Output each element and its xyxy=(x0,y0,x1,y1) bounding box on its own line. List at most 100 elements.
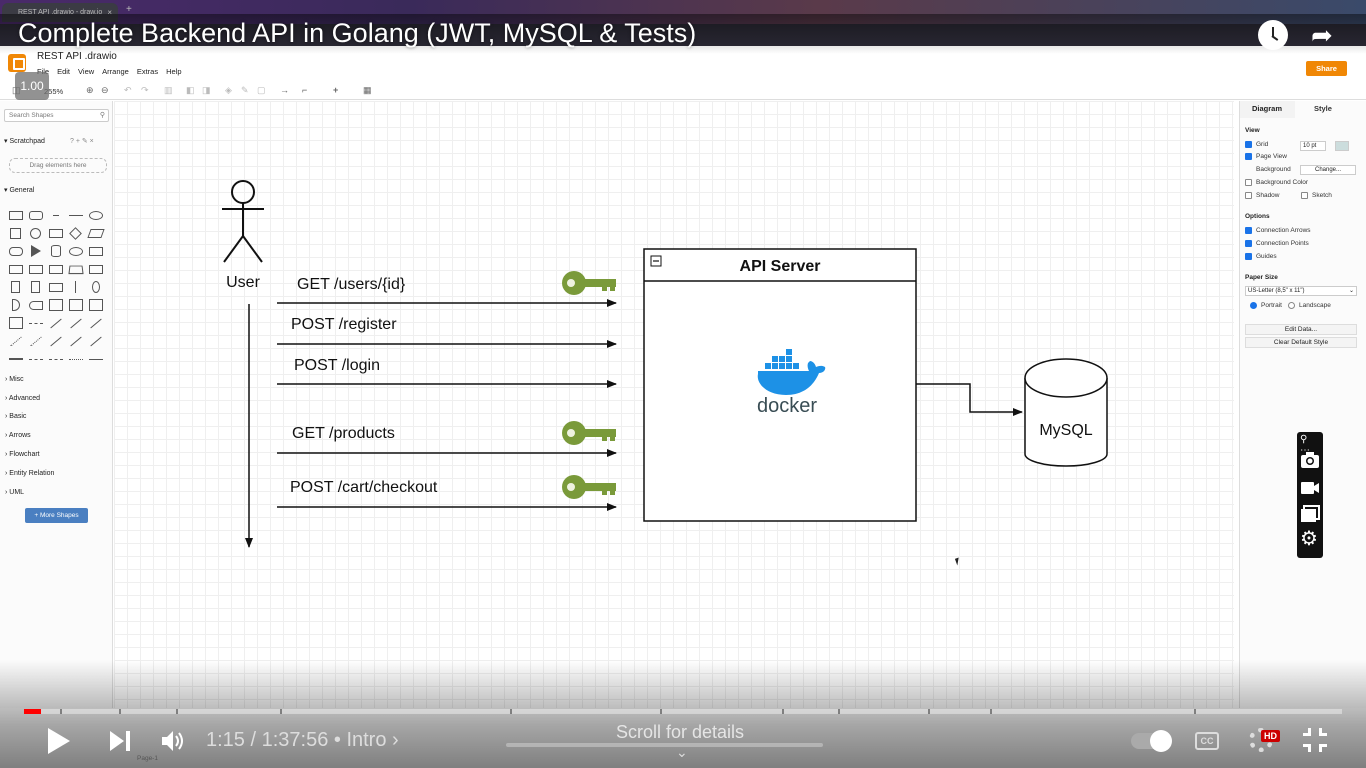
shape-line[interactable] xyxy=(46,332,65,350)
mysql-database[interactable]: MySQL xyxy=(1024,358,1108,467)
request-post-cart-checkout[interactable]: POST /cart/checkout xyxy=(277,475,617,511)
grid-size-input[interactable]: 10 pt xyxy=(1300,141,1326,151)
menu-view[interactable]: View xyxy=(78,67,95,76)
shape-document[interactable] xyxy=(86,242,105,260)
shape-callout[interactable] xyxy=(46,278,65,296)
connection-arrows-checkbox[interactable] xyxy=(1245,227,1252,234)
redo-icon[interactable]: ↷ xyxy=(141,85,149,95)
category-misc[interactable]: › Misc xyxy=(5,376,24,383)
search-icon[interactable]: ⚲ xyxy=(99,112,105,119)
grid-option[interactable]: Grid xyxy=(1245,141,1268,148)
change-background-button[interactable]: Change... xyxy=(1300,165,1356,175)
shape-dashed-line[interactable] xyxy=(6,332,25,350)
line-color-icon[interactable]: ✎ xyxy=(241,85,249,95)
insert-icon[interactable]: + xyxy=(333,85,339,95)
clear-default-style-button[interactable]: Clear Default Style xyxy=(1245,337,1357,348)
request-get-users[interactable]: GET /users/{id} xyxy=(277,271,617,307)
sketch-checkbox[interactable] xyxy=(1301,192,1308,199)
document-title[interactable]: REST API .drawio xyxy=(37,51,117,62)
shape-parallelogram[interactable] xyxy=(86,224,105,242)
camera-icon[interactable] xyxy=(1300,451,1320,469)
shape-step[interactable] xyxy=(46,260,65,278)
shape-process[interactable] xyxy=(46,224,65,242)
progress-bar[interactable] xyxy=(24,709,1342,714)
paper-size-select[interactable]: US-Letter (8,5" x 11")⌄ xyxy=(1245,286,1357,296)
shape-or[interactable] xyxy=(86,278,105,296)
connection-icon[interactable]: → xyxy=(280,85,289,95)
request-post-login[interactable]: POST /login xyxy=(277,357,617,388)
shape-textbox[interactable] xyxy=(66,206,85,224)
shape-rounded-rectangle[interactable] xyxy=(26,206,45,224)
share-button[interactable]: Share xyxy=(1306,61,1347,76)
to-back-icon[interactable]: ◨ xyxy=(202,85,211,95)
shadow-icon[interactable]: ▢ xyxy=(257,85,266,95)
shape-trapezoid[interactable] xyxy=(66,260,85,278)
server-to-db-connector[interactable] xyxy=(916,383,1023,416)
shape-swimlane[interactable] xyxy=(86,296,105,314)
shape-link-dashed[interactable] xyxy=(26,314,45,332)
shape-curve[interactable] xyxy=(46,314,65,332)
address-bar[interactable] xyxy=(0,24,1366,46)
waypoints-icon[interactable]: ⌐ xyxy=(302,85,308,95)
browser-tab[interactable]: REST API .drawio - draw.io × xyxy=(2,3,118,22)
shape-cloud[interactable] xyxy=(66,242,85,260)
shape-circle[interactable] xyxy=(26,224,45,242)
category-flowchart[interactable]: › Flowchart xyxy=(5,451,40,458)
fill-color-icon[interactable]: ◈ xyxy=(225,85,232,95)
shape-internal-storage[interactable] xyxy=(6,260,25,278)
more-shapes-button[interactable]: + More Shapes xyxy=(25,508,88,523)
shape-dash-dot-line[interactable] xyxy=(46,350,65,368)
shape-dash-line[interactable] xyxy=(26,350,45,368)
volume-icon[interactable] xyxy=(160,728,186,754)
tab-style[interactable]: Style xyxy=(1314,104,1332,113)
shape-square[interactable] xyxy=(6,224,25,242)
video-camera-icon[interactable] xyxy=(1300,479,1320,497)
category-basic[interactable]: › Basic xyxy=(5,413,27,420)
edit-data-button[interactable]: Edit Data... xyxy=(1245,324,1357,335)
landscape-option[interactable]: Landscape xyxy=(1288,302,1331,309)
background-color-checkbox[interactable] xyxy=(1245,179,1252,186)
scratchpad-header[interactable]: ▾ Scratchpad xyxy=(4,138,45,145)
shape-note[interactable] xyxy=(6,278,25,296)
shape-rectangle[interactable] xyxy=(6,206,25,224)
grid-checkbox[interactable] xyxy=(1245,141,1252,148)
shape-text[interactable] xyxy=(46,206,65,224)
window-capture-icon[interactable] xyxy=(1300,505,1320,523)
category-arrows[interactable]: › Arrows xyxy=(5,432,31,439)
menu-help[interactable]: Help xyxy=(166,67,182,76)
shape-dotted-line[interactable] xyxy=(26,332,45,350)
category-uml[interactable]: › UML xyxy=(5,489,25,496)
request-get-products[interactable]: GET /products xyxy=(277,421,617,457)
menu-edit[interactable]: Edit xyxy=(57,67,71,76)
shape-cylinder[interactable] xyxy=(46,242,65,260)
guides-checkbox[interactable] xyxy=(1245,253,1252,260)
shadow-option[interactable]: Shadow xyxy=(1245,192,1280,199)
table-icon[interactable]: ▦ xyxy=(363,85,372,95)
watch-later-icon[interactable] xyxy=(1258,20,1288,50)
undo-icon[interactable]: ↶ xyxy=(124,85,132,95)
category-entity-relation[interactable]: › Entity Relation xyxy=(5,470,55,477)
capture-menu-icon[interactable]: ⚲ ⋯ xyxy=(1300,434,1310,456)
shape-container[interactable] xyxy=(46,296,65,314)
request-post-register[interactable]: POST /register xyxy=(277,316,617,348)
exit-fullscreen-icon[interactable] xyxy=(1303,728,1327,752)
shape-directional-line[interactable] xyxy=(66,332,85,350)
shape-and[interactable] xyxy=(6,296,25,314)
autoplay-toggle[interactable] xyxy=(1131,730,1172,752)
diagram-canvas[interactable]: User GET /users/{id} POST /register POST… xyxy=(114,101,1234,708)
shape-connector[interactable] xyxy=(86,350,105,368)
portrait-radio[interactable] xyxy=(1250,302,1257,309)
new-tab-icon[interactable]: + xyxy=(126,4,132,15)
category-advanced[interactable]: › Advanced xyxy=(5,395,41,402)
user-actor[interactable] xyxy=(222,180,264,263)
page-view-checkbox[interactable] xyxy=(1245,153,1252,160)
shape-link[interactable] xyxy=(86,332,105,350)
shape-list[interactable] xyxy=(6,314,25,332)
tab-diagram[interactable]: Diagram xyxy=(1252,104,1283,113)
general-category[interactable]: ▾ General xyxy=(4,187,35,194)
guides-option[interactable]: Guides xyxy=(1245,253,1277,260)
to-front-icon[interactable]: ◧ xyxy=(186,85,195,95)
shape-arrow[interactable] xyxy=(86,314,105,332)
menu-extras[interactable]: Extras xyxy=(136,67,159,76)
zoom-in-icon[interactable]: ⊕ xyxy=(86,85,94,95)
